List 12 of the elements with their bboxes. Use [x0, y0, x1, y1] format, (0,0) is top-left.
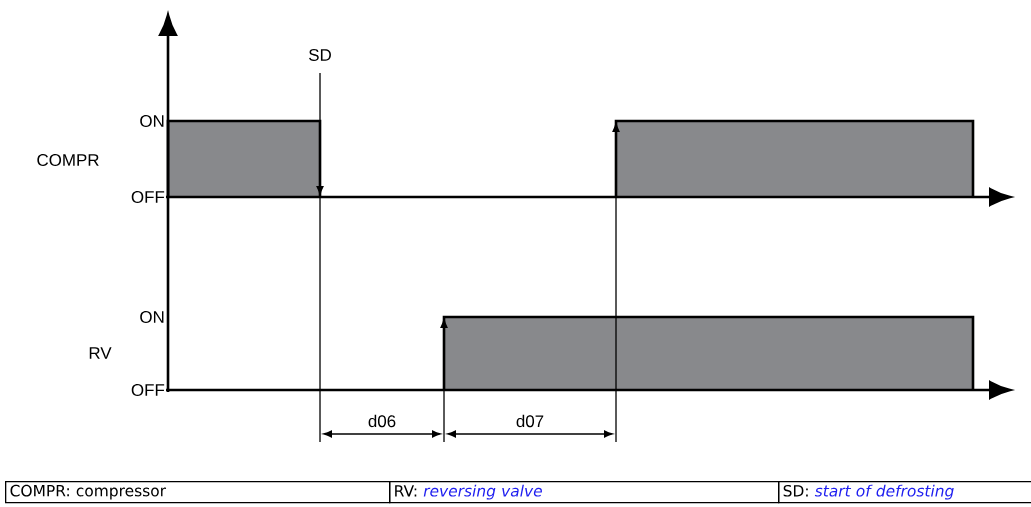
signal-name: COMPR: [37, 154, 99, 166]
table-cell: SD: start of defrosting: [778, 481, 1031, 504]
table-cell: COMPR: compressor: [5, 481, 391, 504]
signal-name: RV: [89, 347, 112, 359]
state-label: ON: [140, 115, 164, 127]
state-label: OFF: [131, 384, 165, 396]
state-label: ON: [140, 311, 164, 323]
dimension-label: d07: [516, 414, 544, 428]
table-cell: RV: reversing valve: [389, 481, 780, 504]
event-label: SD: [309, 49, 331, 61]
state-label: OFF: [131, 191, 165, 203]
dimension-label: d06: [368, 414, 396, 428]
